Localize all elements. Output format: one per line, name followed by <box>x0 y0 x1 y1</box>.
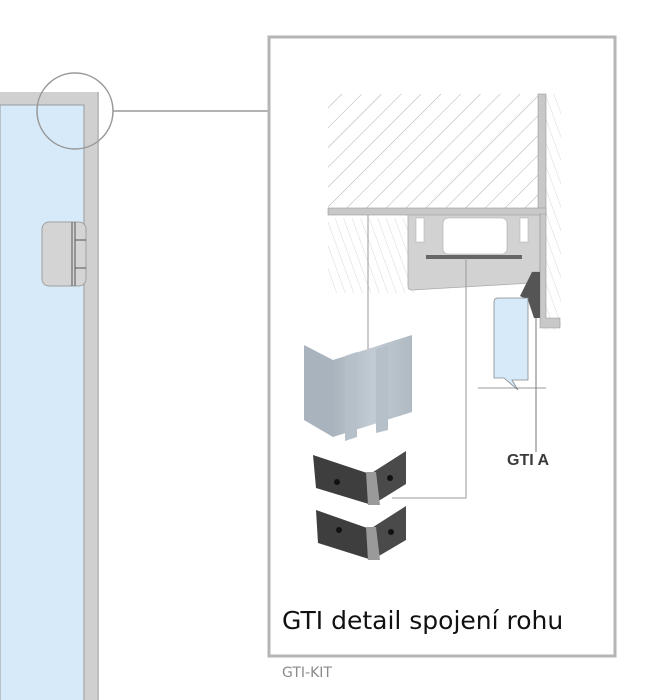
aluminium-profile-image <box>304 335 412 441</box>
section-drawing <box>327 93 561 391</box>
hinge-icon <box>41 221 87 287</box>
product-code: GTI-KIT <box>282 665 332 681</box>
corner-bracket-bottom <box>316 506 406 560</box>
detail-caption: GTI detail spojení rohu <box>282 606 564 635</box>
gti-a-label: GTI A <box>507 452 550 469</box>
glass-door <box>0 92 99 700</box>
door-glass <box>0 104 85 700</box>
bracket-leader <box>392 258 467 499</box>
corner-bracket-top <box>313 451 406 505</box>
